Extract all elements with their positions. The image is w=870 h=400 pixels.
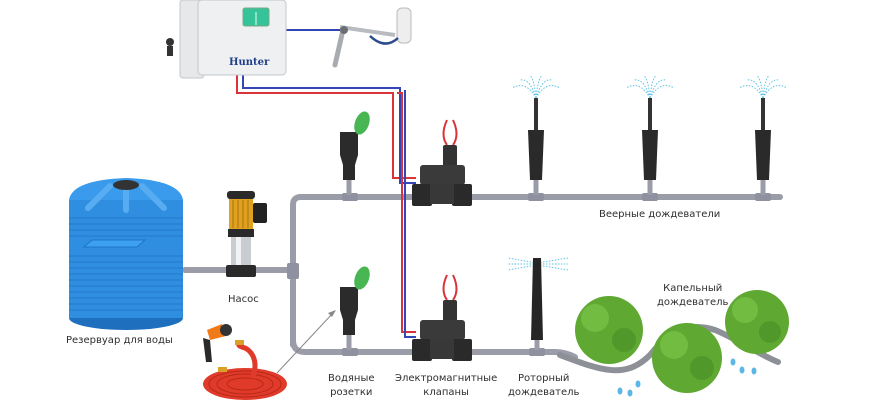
water-tank-icon [69,178,183,330]
label-solenoid-valves: Электромагнитные клапаны [395,372,497,400]
solenoid-valve-icon [412,119,472,206]
water-drop-icon [739,366,745,374]
tee-fitting [642,193,658,201]
water-drop-icon [627,389,633,397]
lock-key-icon [166,38,174,46]
pipe-lower-branch [463,349,578,360]
label-drip-line1: Капельный [663,283,723,294]
water-drop-icon [751,367,757,375]
label-rotor: Роторный дождеватель [508,372,579,400]
pipe-main-riser [290,194,419,348]
fan-sprinkler-icon [738,75,788,195]
water-drop-icon [635,380,641,388]
label-water-outlets: Водяные розетки [328,372,375,400]
wire-blue-upper [242,75,416,184]
label-tank: Резервуар для воды [66,335,173,346]
fan-sprinkler-icon [625,75,675,195]
label-rotor-line2: дождеватель [508,387,580,398]
spray-gun-icon [203,324,232,362]
drip-bush-icon [725,290,789,354]
label-water-outlets-line2: розетки [330,387,373,398]
drip-bush-icon [575,296,643,364]
control-wires [236,29,416,338]
drip-bush-icon [652,323,722,393]
label-drip: Капельный дождеватель [657,282,728,310]
label-rotor-line1: Роторный [518,373,570,384]
water-drop-icon [617,387,623,395]
label-pump: Насос [228,294,259,305]
label-water-outlets-line1: Водяные [328,373,375,384]
wire-red-upper [236,75,416,179]
tee-fitting [342,193,358,201]
label-fan-sprinklers: Веерные дождеватели [599,209,721,220]
pump-icon [226,191,267,277]
tee-fitting [529,348,545,356]
callout-arrowhead [328,310,336,317]
tee-fitting [755,193,771,201]
controller-brand: Hunter [229,57,270,68]
callout-pointer [276,312,334,374]
label-solenoid-valves-line1: Электромагнитные [395,373,498,384]
garden-hose-icon [203,340,287,400]
tee-fitting [342,348,358,356]
tee-fitting [287,263,299,279]
tee-fitting [528,193,544,201]
rotor-sprinkler-icon [507,257,569,350]
wire-red-lower [397,92,416,333]
label-solenoid-valves-line2: клапаны [423,387,469,398]
solenoid-valve-icon [412,274,472,361]
quick-coupler-icon [340,111,370,195]
water-drop-icon [730,358,736,366]
label-drip-line2: дождеватель [657,297,729,308]
rain-sensor-icon [332,7,412,68]
wire-blue-lower [404,90,416,338]
controller-icon: Hunter [166,0,287,79]
pipe-lower-start [290,337,419,355]
water-drops [617,358,757,397]
quick-coupler-icon [340,266,370,350]
fan-sprinkler-icon [511,75,561,195]
